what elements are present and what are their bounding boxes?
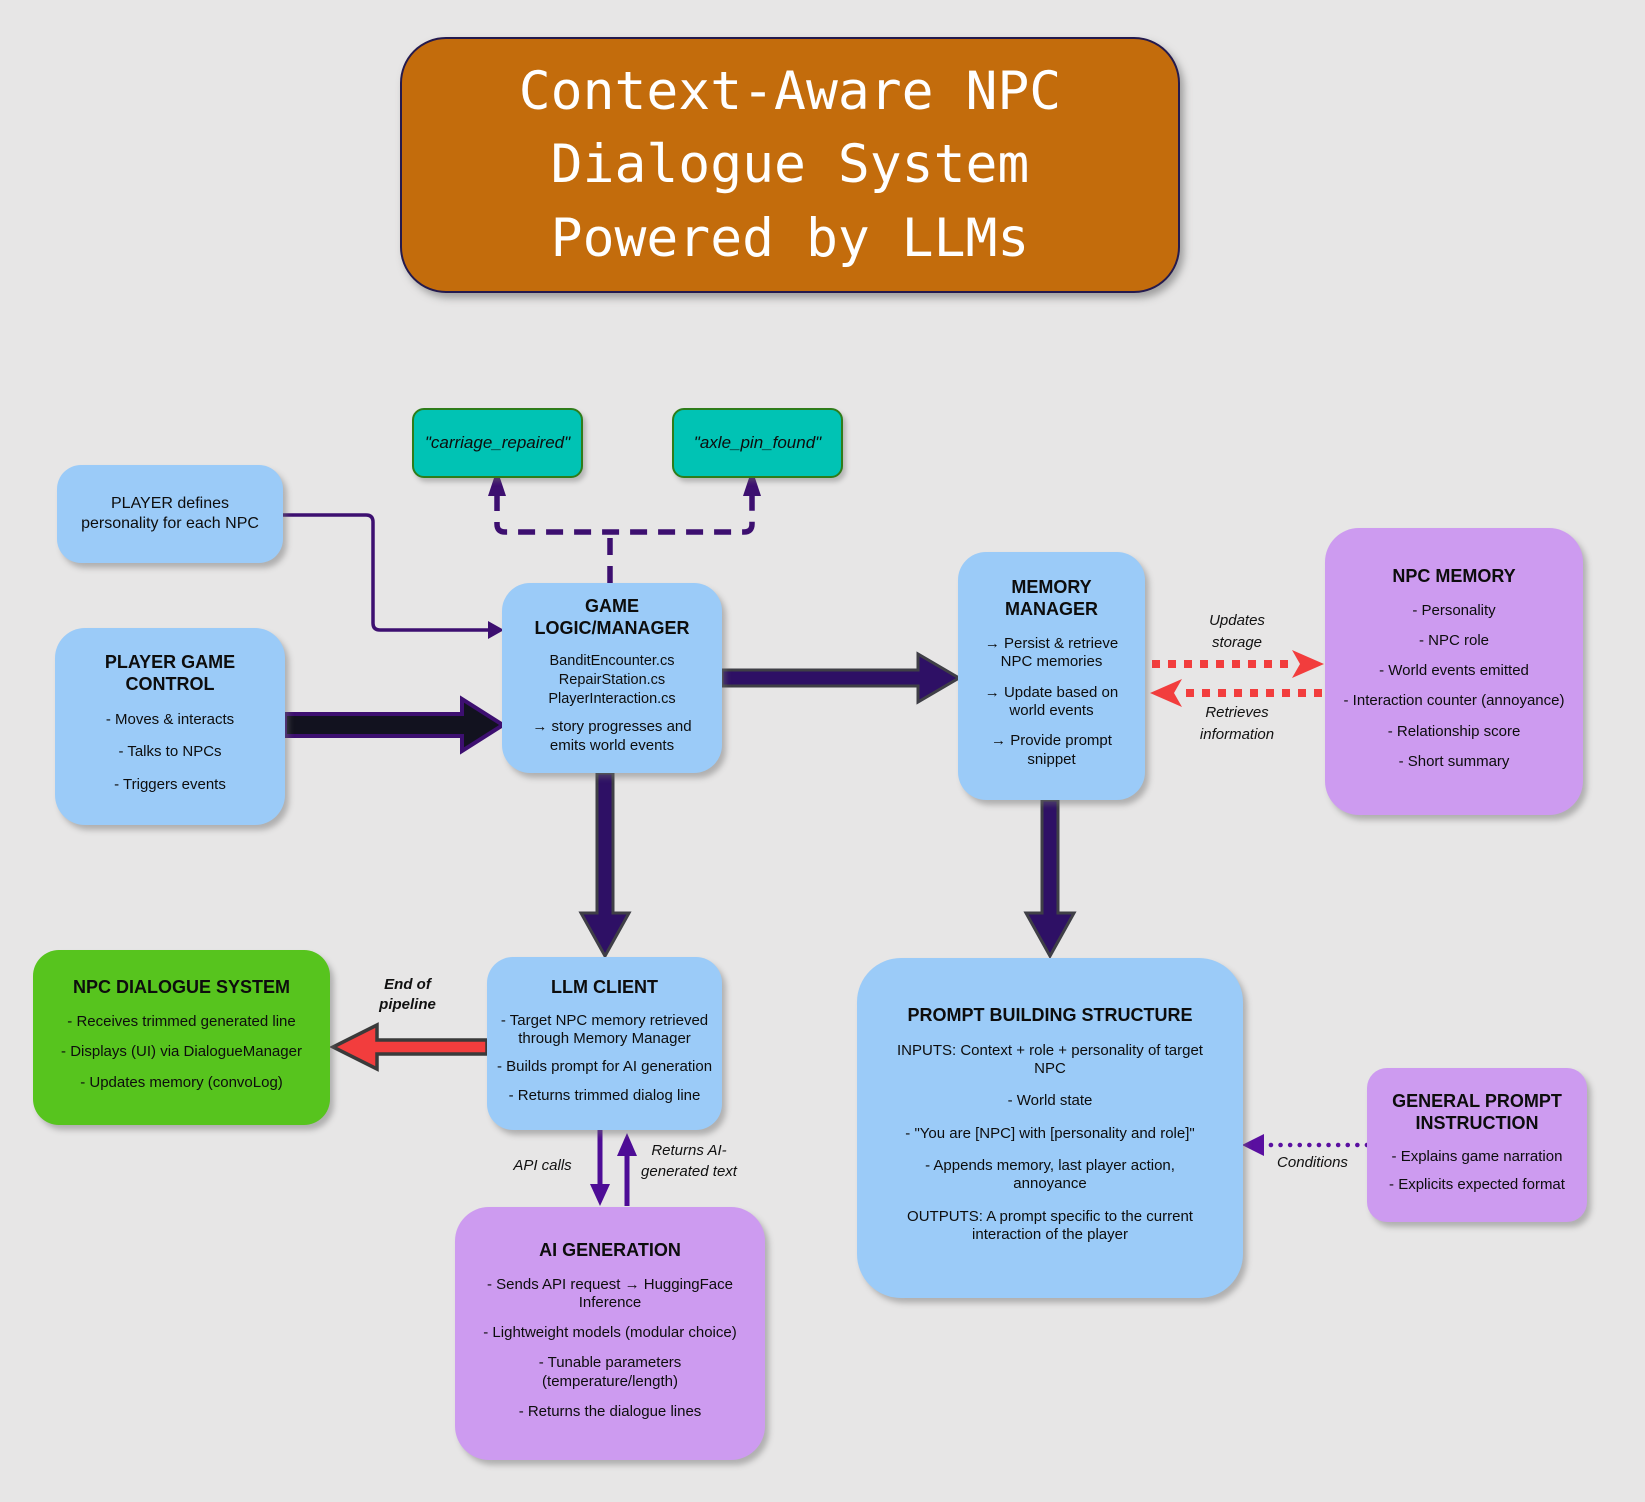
title-line-1: Context-Aware NPC	[518, 61, 1062, 123]
script-file: BanditEncounter.cs	[549, 652, 675, 669]
node-title: PLAYER GAME CONTROL	[104, 652, 236, 695]
gamelogic-to-memorymanager-arrow	[720, 651, 962, 705]
player-personality-node: PLAYER defines personality for each NPC	[57, 465, 283, 563]
node-title: GAME LOGIC/MANAGER	[534, 595, 690, 638]
api-calls-arrowhead	[590, 1184, 610, 1206]
node-bullet: - Relationship score	[1387, 722, 1521, 740]
node-bullet: - Sends API request → HuggingFace Infere…	[487, 1275, 733, 1311]
general-prompt-instruction-node: GENERAL PROMPT INSTRUCTION - Explains ga…	[1367, 1068, 1587, 1222]
returns-text-arrowhead	[617, 1133, 637, 1156]
node-bullet: - "You are [NPC] with [personality and r…	[905, 1124, 1195, 1142]
node-title: LLM CLIENT	[551, 976, 658, 997]
node-bullet: - Short summary	[1398, 753, 1510, 771]
game-logic-manager-node: GAME LOGIC/MANAGER BanditEncounter.cs Re…	[502, 583, 722, 773]
conditions-label: Conditions	[1277, 1154, 1348, 1171]
node-title: AI GENERATION	[539, 1239, 681, 1260]
control-to-gamelogic-arrow	[283, 695, 507, 755]
prompt-building-structure-node: PROMPT BUILDING STRUCTURE INPUTS: Contex…	[857, 958, 1243, 1298]
script-file: RepairStation.cs	[558, 671, 666, 688]
memory-manager-node: MEMORY MANAGER → Persist & retrieve NPC …	[958, 552, 1145, 800]
node-bullet: - Talks to NPCs	[118, 743, 222, 761]
title-line-2: Dialogue System	[550, 134, 1030, 196]
retrieves-information-label: Retrieves information	[1199, 704, 1275, 743]
npc-memory-node: NPC MEMORY - Personality - NPC role - Wo…	[1325, 528, 1583, 815]
node-bullet: → Update based on world events	[984, 683, 1119, 719]
end-of-pipeline-arrow	[329, 1022, 489, 1072]
node-bullet: - Explains game narration	[1391, 1147, 1563, 1165]
memorymanager-to-promptbuilding-arrow	[1023, 798, 1077, 960]
node-bullet: - Tunable parameters (temperature/length…	[538, 1354, 682, 1390]
node-bullet: - Triggers events	[114, 775, 226, 793]
node-text: personality for each NPC	[81, 515, 259, 532]
node-bullet: → Provide prompt snippet	[991, 732, 1112, 768]
node-bullet: - Explicits expected format	[1389, 1175, 1565, 1193]
node-bullet: OUTPUTS: A prompt specific to the curren…	[907, 1207, 1193, 1243]
node-bullet: - Interaction counter (annoyance)	[1343, 692, 1565, 710]
node-bullet: - Lightweight models (modular choice)	[483, 1324, 737, 1342]
ai-generation-node: AI GENERATION - Sends API request → Hugg…	[455, 1207, 765, 1460]
node-title: NPC DIALOGUE SYSTEM	[72, 977, 291, 998]
event2-arrowhead	[743, 469, 761, 496]
api-calls-label: API calls	[513, 1157, 572, 1174]
node-bullet: - Returns trimmed dialog line	[508, 1086, 701, 1104]
node-title: PROMPT BUILDING STRUCTURE	[907, 1004, 1193, 1025]
node-bullet: - Appends memory, last player action, an…	[925, 1156, 1175, 1193]
retrieves-information-arrowhead	[1150, 679, 1182, 707]
node-bullet: - Personality	[1412, 601, 1496, 619]
event-label: "axle_pin_found"	[693, 433, 822, 452]
event-node-carriage-repaired: "carriage_repaired"	[412, 408, 583, 478]
node-bullet: - Moves & interacts	[105, 711, 235, 728]
npc-dialogue-system-node: NPC DIALOGUE SYSTEM - Receives trimmed g…	[33, 950, 330, 1125]
node-title: GENERAL PROMPT INSTRUCTION	[1392, 1090, 1562, 1133]
node-note: → story progresses and emits world event…	[532, 718, 692, 754]
updates-storage-arrowhead	[1292, 650, 1324, 678]
conditions-arrowhead	[1242, 1134, 1264, 1156]
node-bullet: - Builds prompt for AI generation	[496, 1058, 713, 1076]
node-text: PLAYER defines	[111, 495, 229, 513]
title-line-3: Powered by LLMs	[550, 207, 1030, 269]
event-node-axle-pin-found: "axle_pin_found"	[672, 408, 843, 478]
gamelogic-to-events-dashed-line	[494, 494, 755, 583]
node-bullet: - Displays (UI) via DialogueManager	[61, 1043, 302, 1061]
script-file: PlayerInteraction.cs	[548, 690, 676, 707]
node-bullet: → Persist & retrieve NPC memories	[984, 635, 1119, 671]
node-bullet: - Target NPC memory retrieved through Me…	[500, 1011, 709, 1048]
script-file-name: BanditEncounter.cs RepairStation.cs Play…	[548, 652, 675, 709]
llm-client-node: LLM CLIENT - Target NPC memory retrieved…	[487, 957, 722, 1130]
player-game-control-node: PLAYER GAME CONTROL - Moves & interacts …	[55, 628, 285, 825]
diagram-title: Context-Aware NPC Dialogue System Powere…	[400, 37, 1180, 293]
node-title: MEMORY MANAGER	[1005, 577, 1098, 620]
node-bullet: - Updates memory (convoLog)	[80, 1073, 283, 1091]
node-bullet: INPUTS: Context + role + personality of …	[897, 1041, 1203, 1078]
returns-ai-text-label: Returns AI-generated text	[641, 1142, 737, 1180]
personality-to-gamelogic-line	[283, 513, 488, 632]
node-bullet: - NPC role	[1418, 631, 1489, 649]
gamelogic-to-llmclient-arrow	[578, 771, 632, 960]
node-bullet: - Returns the dialogue lines	[518, 1403, 702, 1421]
node-bullet: - Receives trimmed generated line	[67, 1013, 296, 1031]
node-bullet: - World events emitted	[1379, 662, 1529, 680]
event1-arrowhead	[488, 469, 506, 496]
node-title: NPC MEMORY	[1392, 565, 1516, 586]
updates-storage-label: Updates storage	[1209, 612, 1265, 651]
event-label: "carriage_repaired"	[424, 433, 571, 452]
personality-to-gamelogic-arrowhead	[488, 621, 504, 639]
node-bullet: - World state	[1007, 1092, 1093, 1110]
end-of-pipeline-label: End of pipeline	[379, 976, 436, 1014]
